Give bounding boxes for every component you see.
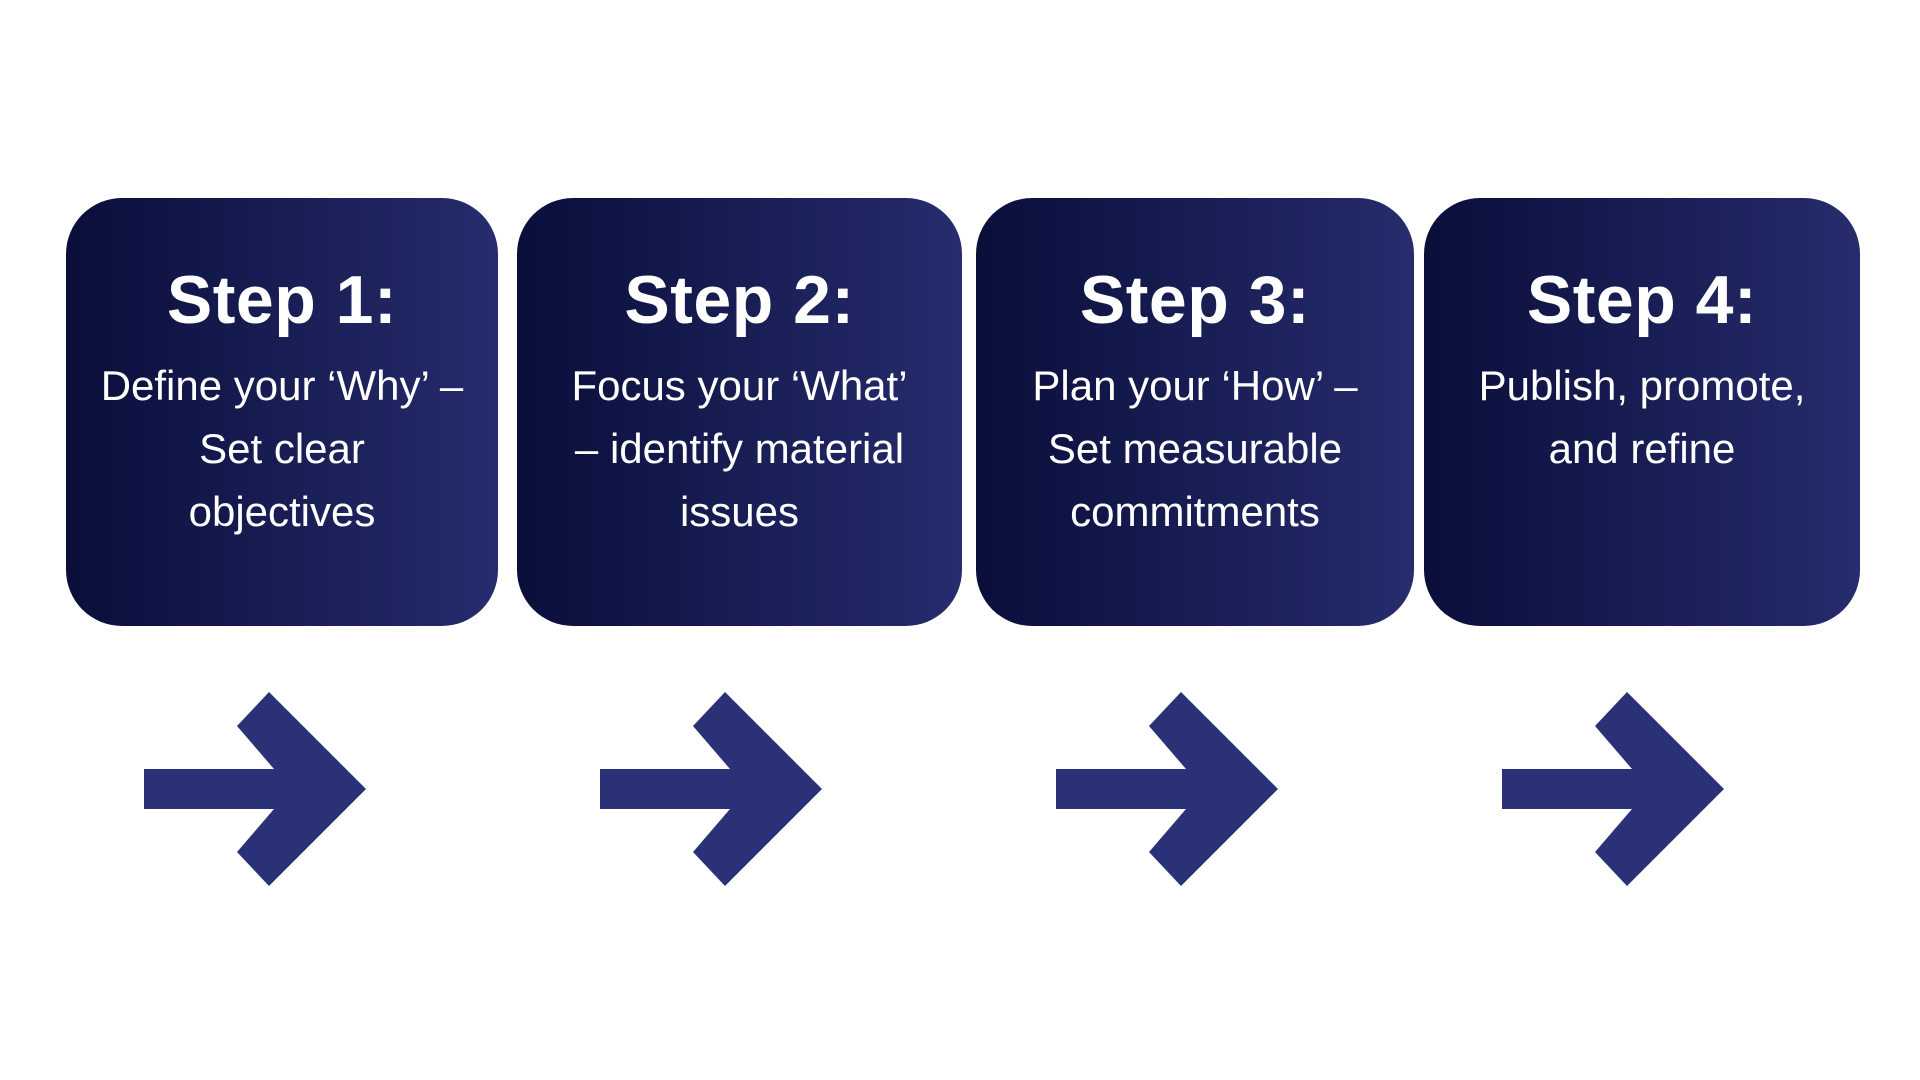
step-1-title: Step 1: [166, 262, 398, 338]
right-arrow-icon [600, 692, 822, 886]
step-3-description: Plan your ‘How’ – Set measurable commitm… [1032, 361, 1358, 535]
right-arrow-icon [144, 692, 366, 886]
step-box-2: Step 2: Focus your ‘What’ – identify mat… [517, 198, 962, 626]
right-arrow-icon [1502, 692, 1724, 886]
step-box-4: Step 4: Publish, promote, and refine [1424, 198, 1860, 626]
step-2-title: Step 2: [624, 262, 855, 338]
step-1-description: Define your ‘Why’ – Set clear objectives [100, 361, 464, 535]
step-box-1: Step 1: Define your ‘Why’ – Set clear ob… [66, 198, 498, 626]
step-box-3: Step 3: Plan your ‘How’ – Set measurable… [976, 198, 1414, 626]
step-4-title: Step 4: [1526, 262, 1758, 338]
step-2-description: Focus your ‘What’ – identify material is… [571, 361, 908, 535]
step-3-title: Step 3: [1079, 262, 1311, 338]
step-4-description: Publish, promote, and refine [1478, 361, 1806, 472]
right-arrow-icon [1056, 692, 1278, 886]
